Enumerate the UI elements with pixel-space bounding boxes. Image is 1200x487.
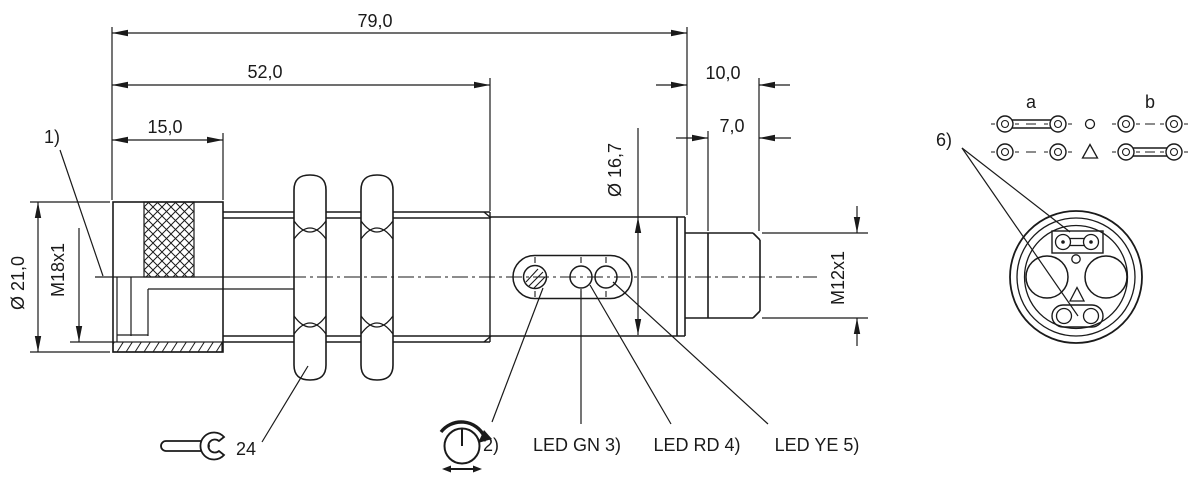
dim-label-10: 10,0 <box>705 63 740 83</box>
dim-label-d167: Ø 16,7 <box>605 143 625 197</box>
extension-lines <box>30 27 868 353</box>
dim-connector-length: 10,0 <box>656 63 790 89</box>
pinout-legend: a b <box>991 92 1188 161</box>
triangle-marker <box>1068 286 1086 302</box>
dim-connector-thread: M12x1 <box>828 206 861 346</box>
callouts: 1) 2) LED GN 3) LED RD 4) LED YE 5) 6) <box>44 127 1079 455</box>
dim-connector-thread-length: 7,0 <box>676 116 791 142</box>
m12-connector <box>685 232 761 319</box>
contact-small <box>1071 254 1081 264</box>
dim-label-m12: M12x1 <box>828 251 848 305</box>
dimensions: 79,0 52,0 15,0 10,0 7,0 <box>8 11 868 353</box>
wrench-size-label: 24 <box>236 439 256 459</box>
symbol-triangle <box>1081 143 1099 159</box>
rotation-arrowhead <box>478 430 492 443</box>
sensor-body <box>95 174 817 381</box>
wrench-icon: 24 <box>160 431 256 461</box>
sleeve-section-lines <box>116 277 295 342</box>
dim-housing-thread: M18x1 <box>48 228 83 342</box>
contact-large-right <box>1084 255 1128 299</box>
pinout-col-b-label: b <box>1145 92 1155 112</box>
dim-label-52: 52,0 <box>247 62 282 82</box>
dim-outer-diameter: Ø 21,0 <box>8 202 42 352</box>
wrench-jaw <box>199 431 226 461</box>
callout-led-yellow: LED YE 5) <box>775 435 860 455</box>
pinout-row2 <box>991 143 1188 161</box>
led-green-dot <box>569 265 593 289</box>
dim-label-7: 7,0 <box>719 116 744 136</box>
symbol-circle <box>1084 118 1096 130</box>
dim-label-m18: M18x1 <box>48 243 68 297</box>
callout-1: 1) <box>44 127 60 147</box>
rotation-arc <box>439 420 486 437</box>
dim-thread-length: 52,0 <box>112 62 490 89</box>
knurled-section <box>143 201 195 278</box>
dim-label-79: 79,0 <box>357 11 392 31</box>
potentiometer-screw <box>522 264 548 290</box>
dim-total-length: 79,0 <box>112 11 687 37</box>
callout-led-red: LED RD 4) <box>653 435 740 455</box>
dim-sleeve-length: 15,0 <box>112 117 223 144</box>
adjust-double-arrow <box>442 465 482 473</box>
dim-label-d21: Ø 21,0 <box>8 256 28 310</box>
pinout-row1 <box>991 115 1188 133</box>
dim-rear-diameter: Ø 16,7 <box>605 128 642 335</box>
potentiometer-icon <box>439 420 492 473</box>
connector-face <box>1009 210 1143 344</box>
dim-label-15: 15,0 <box>147 117 182 137</box>
pinout-col-a-label: a <box>1026 92 1037 112</box>
led-red-yellow-dot <box>594 265 618 289</box>
bridge-slot-bottom <box>1051 304 1104 328</box>
contact-large-left <box>1025 255 1069 299</box>
leader-lines <box>59 147 1079 443</box>
section-hatch-strip <box>112 341 223 353</box>
callout-6: 6) <box>936 130 952 150</box>
bridge-slot-top <box>1051 230 1104 254</box>
callout-led-green: LED GN 3) <box>533 435 621 455</box>
